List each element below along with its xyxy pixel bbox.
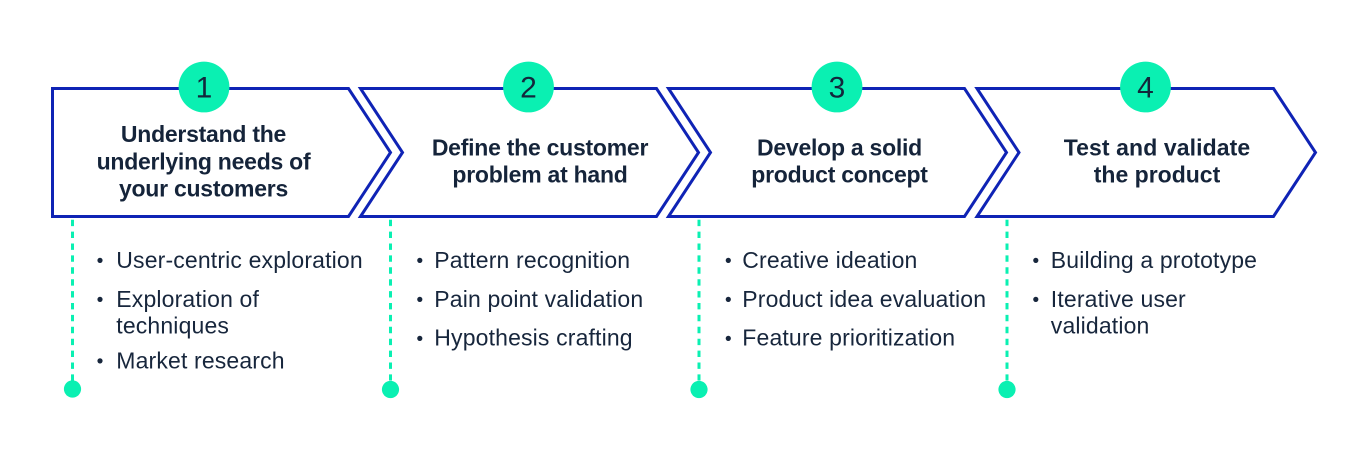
svg-text:Iterative user: Iterative user — [1051, 286, 1186, 312]
svg-text:Product idea evaluation: Product idea evaluation — [742, 286, 986, 312]
svg-text:2: 2 — [520, 72, 537, 105]
svg-text:the product: the product — [1094, 162, 1221, 188]
svg-text:validation: validation — [1051, 312, 1150, 338]
svg-text:Creative ideation: Creative ideation — [742, 247, 917, 273]
svg-text:Feature prioritization: Feature prioritization — [742, 324, 955, 350]
svg-text:Define the customer: Define the customer — [432, 134, 649, 160]
svg-text:4: 4 — [1137, 72, 1154, 105]
svg-text:Test and validate: Test and validate — [1064, 134, 1251, 160]
svg-text:3: 3 — [829, 72, 846, 105]
svg-text:Pain point validation: Pain point validation — [434, 286, 643, 312]
svg-text:your customers: your customers — [119, 176, 288, 202]
svg-text:Market research: Market research — [116, 348, 284, 374]
svg-text:Understand the: Understand the — [121, 121, 286, 147]
svg-text:Building a prototype: Building a prototype — [1051, 247, 1257, 273]
svg-text:Exploration of: Exploration of — [116, 286, 259, 312]
svg-text:underlying needs of: underlying needs of — [97, 148, 311, 174]
svg-text:User-centric exploration: User-centric exploration — [116, 247, 362, 273]
svg-text:product concept: product concept — [751, 162, 928, 188]
svg-text:1: 1 — [196, 72, 213, 105]
svg-text:problem at hand: problem at hand — [452, 162, 627, 188]
svg-text:Pattern recognition: Pattern recognition — [434, 247, 630, 273]
svg-text:Develop a solid: Develop a solid — [757, 134, 922, 160]
svg-text:Hypothesis crafting: Hypothesis crafting — [434, 324, 632, 350]
svg-text:techniques: techniques — [116, 312, 229, 338]
